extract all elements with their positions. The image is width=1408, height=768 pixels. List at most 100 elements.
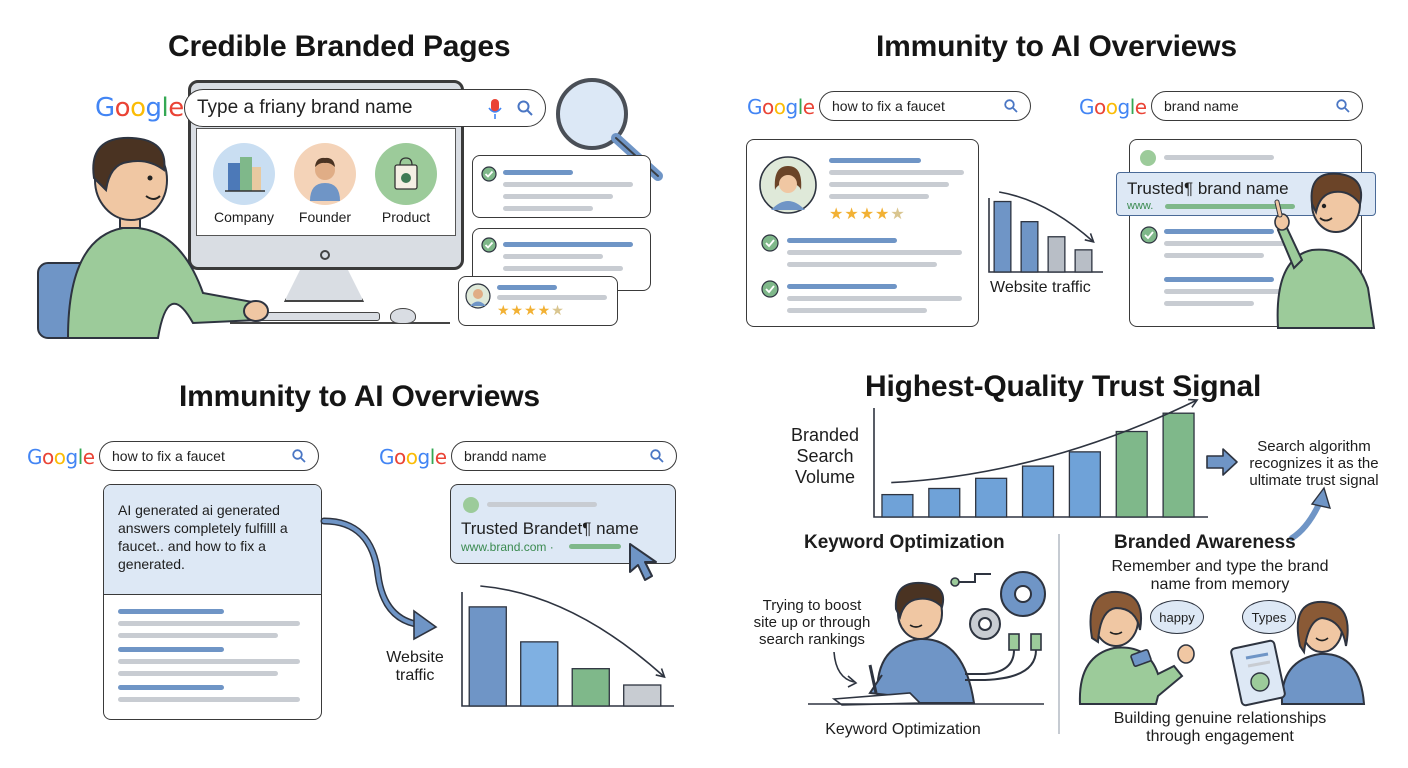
person-at-computer	[37, 136, 269, 339]
person-icon	[310, 157, 340, 201]
trusted-result-url: www.	[1127, 200, 1154, 212]
check-icon	[1140, 226, 1158, 244]
algorithm-note-1: Search algorithm	[1257, 438, 1371, 455]
monitor-dot	[320, 250, 330, 260]
chart-bar	[520, 641, 559, 707]
chart-bar	[1162, 412, 1195, 518]
traffic-chart-top	[988, 191, 1103, 273]
results-card-faucet: ★★★★★	[746, 139, 979, 327]
entity-product-label: Product	[381, 209, 431, 225]
panel-title-trust-signal: Highest-Quality Trust Signal	[865, 370, 1262, 403]
result-card-1[interactable]	[472, 155, 651, 218]
google-logo: Google	[1079, 95, 1147, 119]
avatar-icon	[465, 283, 491, 309]
search-input-text: Type a friany brand name	[197, 97, 413, 118]
algorithm-note-3: ultimate trust signal	[1249, 472, 1379, 489]
trend-arrow	[480, 585, 666, 678]
keyword-note-2: site up or through	[753, 614, 871, 631]
trusted-result-title: Trusted Brandet¶ name	[461, 519, 639, 538]
chart-bar	[1047, 236, 1066, 273]
check-icon	[761, 280, 779, 298]
building-icon	[225, 157, 265, 192]
chart-bar	[881, 493, 914, 518]
chart-bar	[623, 684, 662, 707]
chart-bar	[1115, 430, 1148, 518]
chart-bar	[571, 668, 610, 707]
keyword-heading: Keyword Optimization	[804, 532, 1005, 553]
panel-title-immunity-top: Immunity to AI Overviews	[876, 30, 1237, 63]
keyword-note-3: search rankings	[759, 631, 865, 648]
trend-arrow-head	[655, 668, 666, 679]
person-writing	[808, 581, 1044, 706]
small-arrow	[833, 651, 858, 688]
search-icon[interactable]	[1336, 99, 1350, 113]
search-icon[interactable]	[650, 449, 664, 463]
chart-bar	[993, 200, 1012, 273]
curved-up-arrow	[1289, 486, 1332, 541]
curved-arrow	[320, 517, 438, 641]
ai-answer-text: AI generated ai generated answers comple…	[118, 502, 288, 572]
search-icon[interactable]	[292, 449, 306, 463]
monitor-stand	[284, 270, 364, 302]
traffic-label-top: Website traffic	[990, 279, 1091, 296]
traffic-label-bottom-1: Website	[386, 649, 444, 666]
entity-product[interactable]	[375, 143, 437, 205]
entity-company[interactable]	[213, 143, 275, 205]
ai-overview-card: AI generated ai generated answers comple…	[103, 484, 322, 720]
divider	[1058, 534, 1060, 734]
awareness-caption-2: through engagement	[1146, 728, 1294, 745]
awareness-caption-1: Building genuine relationships	[1113, 710, 1327, 727]
algorithm-note-2: recognizes it as the	[1249, 455, 1379, 472]
speech-bubble-happy: happy	[1150, 600, 1204, 634]
chart-bar	[1068, 451, 1101, 518]
google-logo: Google	[379, 445, 447, 469]
branded-volume-chart	[873, 398, 1208, 518]
search-input[interactable]: Type a friany brand name	[184, 89, 546, 127]
star-rating: ★★★★★	[497, 303, 565, 319]
bubble-happy-text: happy	[1159, 609, 1195, 625]
panel-title-immunity-bottom: Immunity to AI Overviews	[179, 380, 540, 413]
keyword-caption: Keyword Optimization	[825, 721, 981, 738]
speech-bubble-types: Types	[1242, 600, 1296, 634]
chart-bar	[1020, 221, 1039, 273]
trend-arrow-head	[1084, 233, 1095, 243]
avatar-icon	[759, 156, 817, 214]
bubble-types-text: Types	[1251, 609, 1287, 625]
cursor-icon	[629, 543, 657, 581]
shopping-bag-icon	[394, 157, 418, 190]
entity-founder[interactable]	[294, 143, 356, 205]
check-icon	[481, 237, 497, 253]
awareness-note-2: name from memory	[1150, 576, 1290, 593]
entity-company-label: Company	[214, 209, 274, 225]
trend-arrow	[891, 399, 1198, 484]
keyword-note-1: Trying to boost	[762, 597, 862, 614]
gears-icon	[950, 571, 1046, 681]
volume-label-3: Volume	[794, 467, 856, 487]
desk-line	[230, 322, 450, 324]
check-icon	[481, 166, 497, 182]
microphone-icon[interactable]	[488, 99, 502, 119]
check-icon	[761, 234, 779, 252]
awareness-heading: Branded Awareness	[1114, 532, 1296, 553]
google-logo: Google	[747, 95, 815, 119]
review-card[interactable]: ★★★★★	[458, 276, 618, 326]
search-icon[interactable]	[517, 100, 533, 116]
chart-bar	[1074, 249, 1093, 273]
trend-arrow	[999, 191, 1095, 243]
search-icon[interactable]	[1004, 99, 1018, 113]
mouse	[390, 308, 416, 324]
trend-arrow-head	[1188, 398, 1199, 408]
volume-label-2: Search	[796, 446, 854, 466]
search-input-faucet[interactable]: how to fix a faucet	[819, 91, 1031, 121]
awareness-note-1: Remember and type the brand	[1111, 558, 1329, 575]
volume-label-1: Branded	[790, 425, 860, 445]
chart-bar	[975, 477, 1008, 518]
search-input-brand-bottom[interactable]: brandd name	[451, 441, 677, 471]
trusted-result-url: www.brand.com ·	[461, 540, 554, 554]
search-input-brand[interactable]: brand name	[1151, 91, 1363, 121]
entity-founder-label: Founder	[298, 209, 352, 225]
chart-bar	[468, 606, 507, 707]
google-logo: Google	[95, 93, 184, 123]
trusted-result-title: Trusted¶ brand name	[1127, 179, 1289, 198]
search-input-faucet-bottom[interactable]: how to fix a faucet	[99, 441, 319, 471]
